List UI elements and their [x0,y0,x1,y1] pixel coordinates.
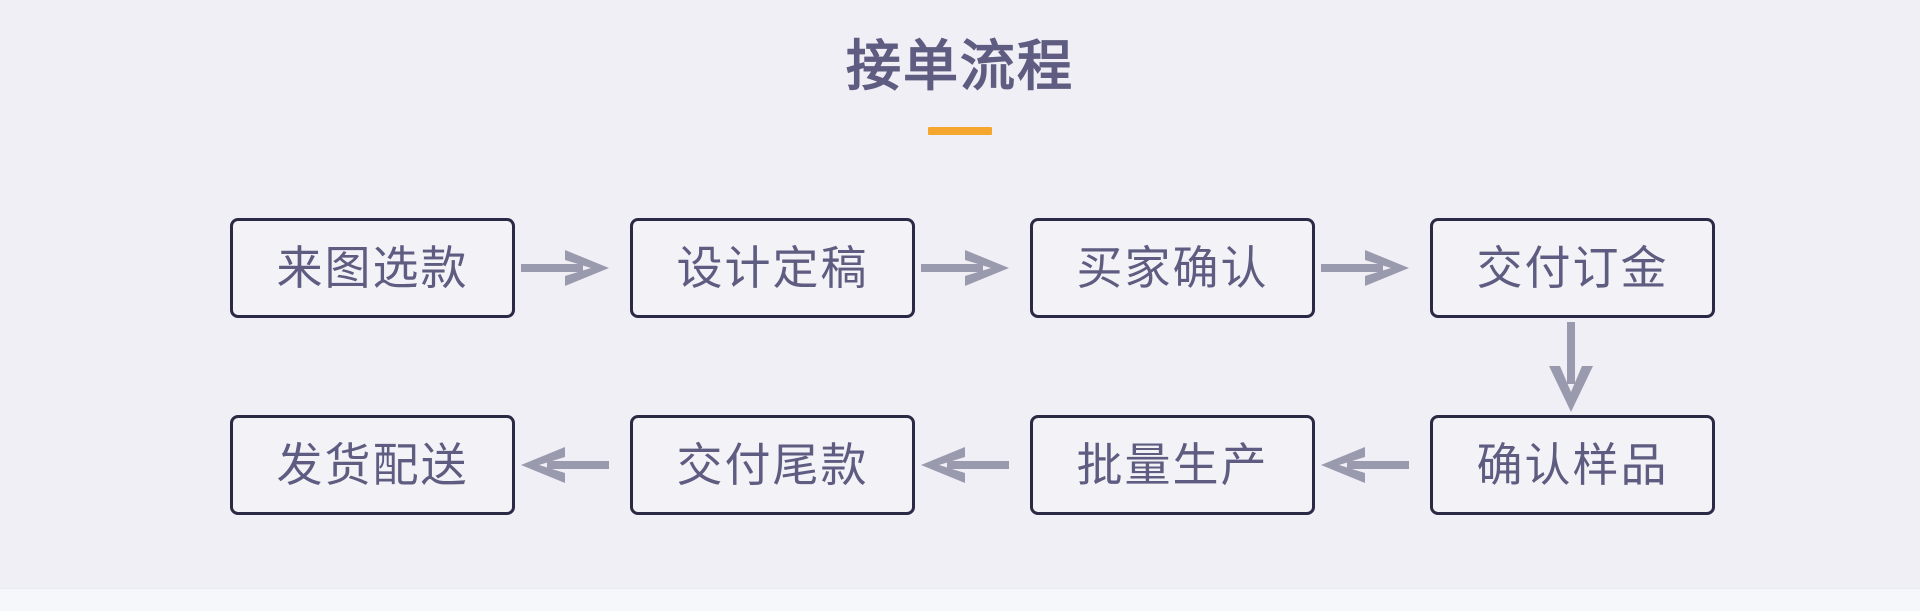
arrow-right-icon [521,246,609,290]
flow-node-label: 交付尾款 [676,438,869,492]
flow-node-label: 设计定稿 [676,241,869,295]
flow-node-8[interactable]: 发货配送 [230,415,515,515]
flow-node-7[interactable]: 交付尾款 [630,415,915,515]
flow-node-6[interactable]: 批量生产 [1030,415,1315,515]
flow-node-2[interactable]: 设计定稿 [630,218,915,318]
footer-strip [0,588,1920,611]
title-block: 接单流程 [0,34,1920,135]
page-title: 接单流程 [845,33,1074,98]
arrow-down-icon [1543,322,1599,412]
flow-node-5[interactable]: 确认样品 [1430,415,1715,515]
arrow-left-icon [921,443,1009,487]
flow-node-label: 来图选款 [276,241,469,295]
flow-node-1[interactable]: 来图选款 [230,218,515,318]
flow-node-label: 买家确认 [1076,241,1269,295]
flow-node-4[interactable]: 交付订金 [1430,218,1715,318]
flow-node-3[interactable]: 买家确认 [1030,218,1315,318]
flow-node-label: 批量生产 [1076,438,1269,492]
arrow-left-icon [1321,443,1409,487]
arrow-right-icon [1321,246,1409,290]
title-accent-bar [928,127,992,135]
flow-node-label: 发货配送 [276,438,469,492]
flow-node-label: 确认样品 [1476,438,1669,492]
slide-canvas: 接单流程 来图选款 设计定稿 买家确认 交付订金 [0,33,1920,515]
flow-node-label: 交付订金 [1476,241,1669,295]
arrow-right-icon [921,246,1009,290]
arrow-left-icon [521,443,609,487]
